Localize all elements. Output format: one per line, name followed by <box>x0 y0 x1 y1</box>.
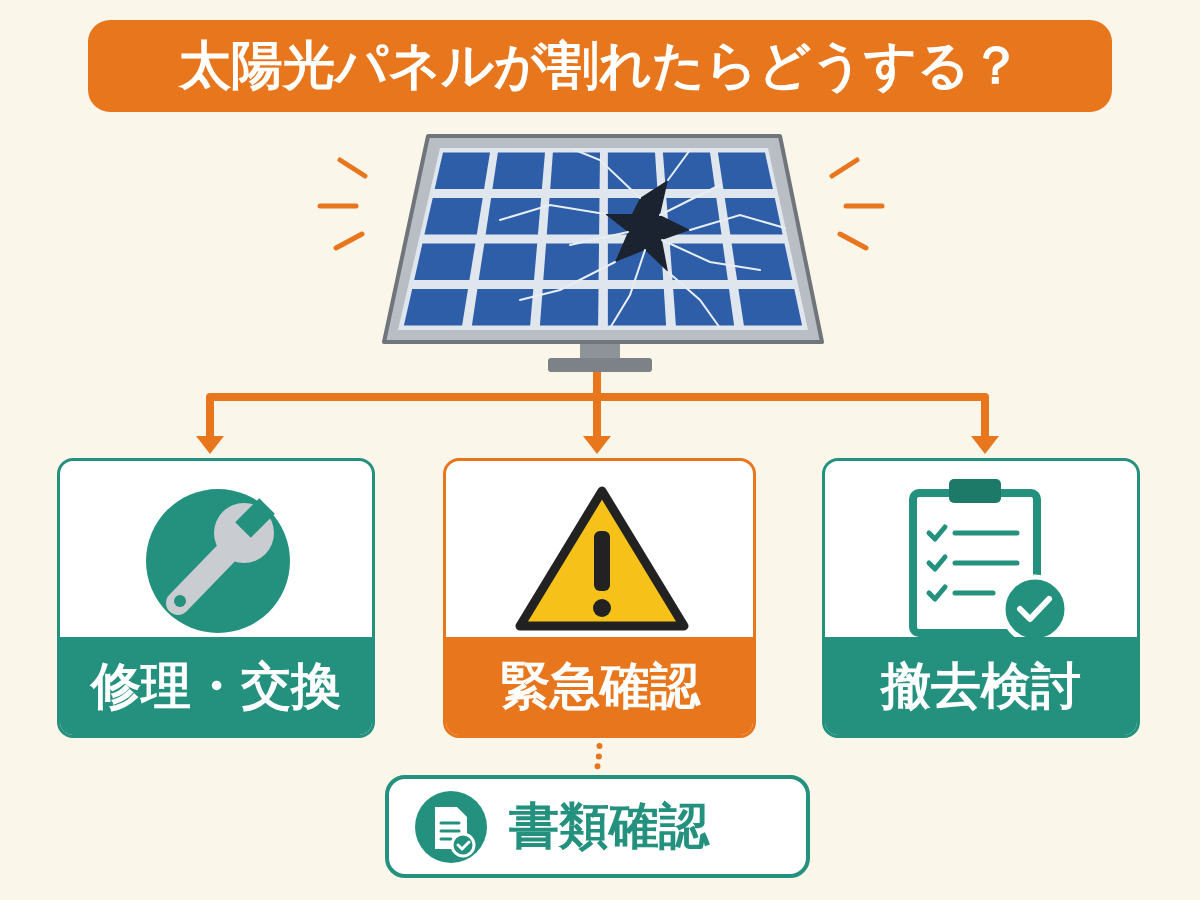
panel-cell <box>472 289 533 326</box>
warning-icon <box>446 461 756 651</box>
panel-cell <box>414 243 475 280</box>
branch-arrows <box>210 372 985 440</box>
label-band: 撤去検討 <box>825 637 1137 735</box>
panel-cell <box>547 198 600 235</box>
dotted-connector <box>598 746 600 769</box>
panel-cell <box>404 289 468 326</box>
node-label: 修理・交換 <box>91 653 341 720</box>
clipboard-icon <box>825 461 1140 651</box>
panel-cell <box>479 243 538 280</box>
panel-cell <box>424 198 482 235</box>
panel-cell <box>435 152 490 189</box>
solar-panel <box>384 136 822 372</box>
option-card: 修理・交換 <box>57 458 375 738</box>
wrench-icon <box>60 461 375 651</box>
panel-cell <box>732 243 793 280</box>
panel-cell <box>673 289 734 326</box>
panel-cell <box>608 289 666 326</box>
option-card: 撤去検討 <box>822 458 1140 738</box>
label-band: 緊急確認 <box>446 637 753 735</box>
document-icon <box>389 779 509 878</box>
panel-cell <box>492 152 545 189</box>
node-label: 緊急確認 <box>500 653 700 720</box>
panel-cell <box>540 289 599 326</box>
connector-line <box>598 746 600 769</box>
panel-cell <box>738 289 802 326</box>
node-label: 撤去検討 <box>881 653 1081 720</box>
panel-cell <box>608 152 658 189</box>
sub-box: 書類確認 <box>385 775 810 878</box>
label-band: 修理・交換 <box>60 637 372 735</box>
label-holder: 書類確認 <box>509 779 709 874</box>
title-text: 太陽光パネルが割れたらどうする？ <box>179 31 1022 101</box>
title-banner: 太陽光パネルが割れたらどうする？ <box>88 20 1112 112</box>
panel-cell <box>663 152 715 189</box>
node-label: 書類確認 <box>509 793 709 860</box>
panel-cell <box>670 243 728 280</box>
option-card: 緊急確認 <box>443 458 756 738</box>
arrow-heads <box>196 436 999 454</box>
panel-cell <box>718 152 773 189</box>
